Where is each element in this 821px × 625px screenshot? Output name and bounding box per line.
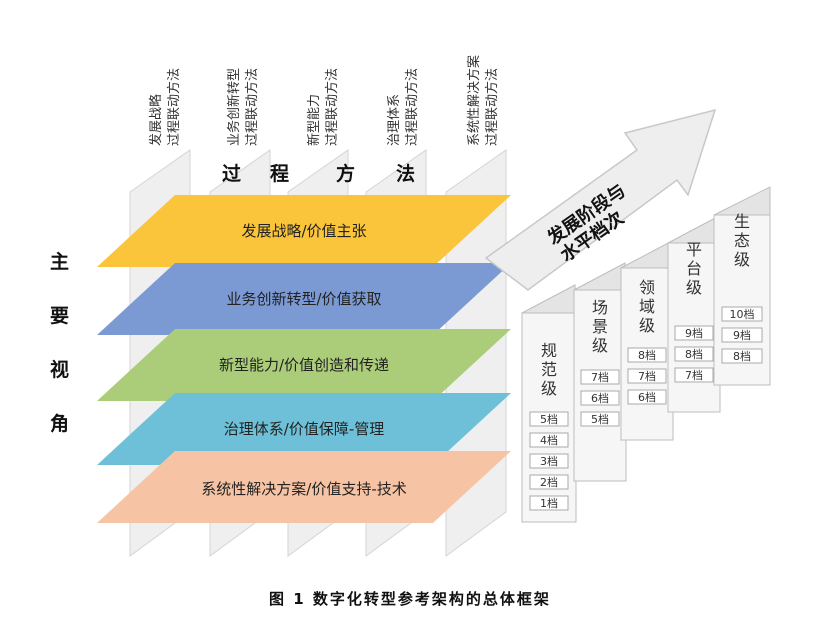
- level-standard-char-3: 级: [541, 379, 557, 398]
- tier-box: [529, 411, 569, 427]
- tier-label: 8档: [685, 347, 703, 361]
- column-heading-2-line2: 过程联动方法: [244, 68, 260, 146]
- band-business: [97, 263, 511, 335]
- tier-box: [580, 369, 620, 385]
- level-domain-char-2: 域: [639, 297, 655, 316]
- column-heading-5-line2: 过程联动方法: [484, 68, 500, 146]
- tier-label: 10档: [730, 307, 755, 321]
- figure-caption: 图 1 数字化转型参考架构的总体框架: [269, 590, 551, 608]
- tier-box: [529, 432, 569, 448]
- level-scenario-char-1: 场: [592, 298, 608, 317]
- tier-label: 1档: [540, 496, 558, 510]
- band-governance-label: 治理体系/价值保障-管理: [224, 420, 384, 438]
- process-method-label: 过 程 方 法: [222, 162, 415, 185]
- tier-box: [674, 367, 714, 383]
- band-capability-label: 新型能力/价值创造和传递: [219, 356, 389, 374]
- tier-label: 6档: [591, 391, 609, 405]
- column-heading-1-line2: 过程联动方法: [166, 68, 182, 146]
- column-heading-5-line1: 系统性解决方案: [466, 55, 482, 146]
- level-platform-char-1: 平: [686, 240, 702, 259]
- level-platform-char-3: 级: [686, 278, 702, 297]
- tier-box: [627, 368, 667, 384]
- column-heading-1-line1: 发展战略: [148, 94, 164, 146]
- column-heading-3-line2: 过程联动方法: [324, 68, 340, 146]
- level-ecosystem-char-2: 态: [734, 231, 750, 250]
- process-method-char-2: 程: [270, 163, 289, 185]
- tier-label: 9档: [685, 326, 703, 340]
- level-standard-char-1: 规: [541, 341, 557, 360]
- process-method-char-4: 法: [396, 162, 415, 185]
- level-scenario-block: [573, 289, 627, 482]
- level-scenario-char-2: 景: [592, 317, 608, 336]
- tier-label: 5档: [540, 412, 558, 426]
- band-governance: [97, 393, 511, 465]
- process-method-char-1: 过: [222, 163, 241, 185]
- column-headings: 发展战略 过程联动方法 业务创新转型 过程联动方法 新型能力 过程联动方法 治理…: [148, 55, 500, 146]
- main-perspective-char-4: 角: [50, 412, 69, 435]
- tier-label: 6档: [638, 390, 656, 404]
- tier-label: 5档: [591, 412, 609, 426]
- arrow-shape: [484, 108, 717, 291]
- tier-box: [529, 453, 569, 469]
- band-strategy: [97, 195, 511, 267]
- band-solution: [97, 451, 511, 523]
- tier-box: [580, 390, 620, 406]
- tier-label: 7档: [685, 368, 703, 382]
- perspective-bands: 发展战略/价值主张 业务创新转型/价值获取 新型能力/价值创造和传递 治理体系/…: [97, 195, 511, 523]
- tier-label: 2档: [540, 475, 558, 489]
- column-heading-4-line2: 过程联动方法: [404, 68, 420, 146]
- level-scenario-char-3: 级: [592, 336, 608, 355]
- level-ecosystem-char-1: 生: [734, 212, 750, 231]
- level-platform-char-2: 台: [686, 259, 702, 278]
- tier-box: [580, 411, 620, 427]
- tier-box: [674, 325, 714, 341]
- main-perspective-char-1: 主: [50, 251, 69, 273]
- tier-box: [721, 348, 763, 364]
- tier-label: 7档: [638, 369, 656, 383]
- band-solution-label: 系统性解决方案/价值支持-技术: [201, 480, 406, 498]
- tier-label: 3档: [540, 454, 558, 468]
- process-method-char-3: 方: [336, 162, 355, 185]
- tier-label: 8档: [638, 348, 656, 362]
- tier-box: [529, 474, 569, 490]
- level-ecosystem-char-3: 级: [734, 250, 750, 269]
- band-strategy-label: 发展战略/价值主张: [241, 222, 366, 240]
- tier-label: 4档: [540, 433, 558, 447]
- tier-box: [674, 346, 714, 362]
- level-domain-char-3: 级: [639, 316, 655, 335]
- level-blocks: 规 范 级 5档 4档 3档 2档 1档 场 景 级 7档 6档 5档 领 域 …: [521, 186, 771, 523]
- band-capability: [97, 329, 511, 401]
- column-heading-2-line1: 业务创新转型: [226, 68, 242, 146]
- column-heading-4-line1: 治理体系: [387, 94, 402, 146]
- tier-box: [721, 306, 763, 322]
- column-heading-3-line1: 新型能力: [306, 94, 322, 146]
- main-perspective-label: 主 要 视 角: [50, 251, 69, 435]
- tier-box: [721, 327, 763, 343]
- tier-label: 7档: [591, 370, 609, 384]
- main-perspective-char-2: 要: [50, 305, 69, 327]
- tier-box: [627, 389, 667, 405]
- level-standard-char-2: 范: [541, 360, 557, 379]
- main-perspective-char-3: 视: [50, 358, 69, 381]
- tier-box: [529, 495, 569, 511]
- tier-label: 9档: [733, 328, 751, 342]
- band-business-label: 业务创新转型/价值获取: [226, 290, 381, 308]
- level-domain-char-1: 领: [639, 278, 655, 297]
- tier-label: 8档: [733, 349, 751, 363]
- tier-box: [627, 347, 667, 363]
